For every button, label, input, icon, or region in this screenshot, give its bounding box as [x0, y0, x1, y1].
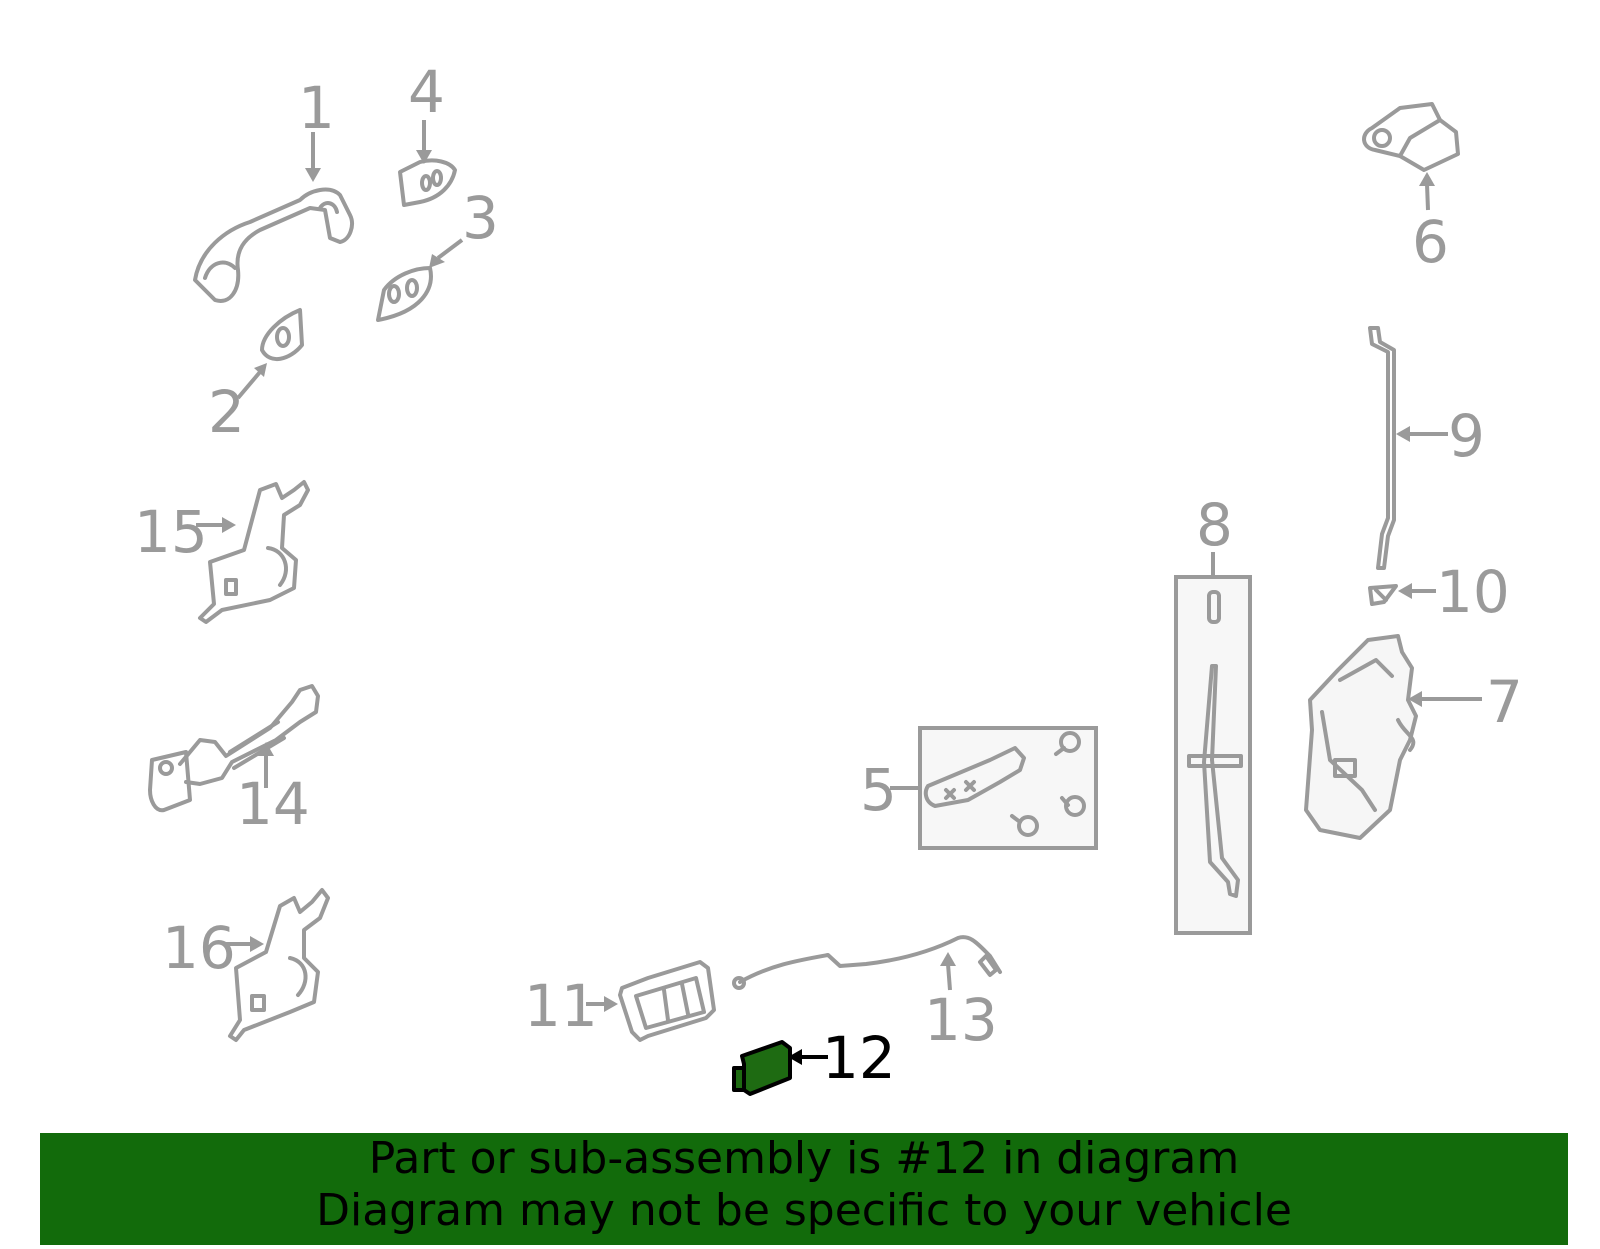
callout-10: 10 — [1436, 558, 1510, 626]
part-1-outside-handle — [193, 187, 354, 303]
info-banner: Part or sub-assembly is #12 in diagram D… — [40, 1133, 1568, 1245]
part-8-rod-kit — [1174, 575, 1252, 935]
part-10-clip — [1368, 584, 1398, 606]
callout-13: 13 — [924, 986, 998, 1054]
part-6-bracket — [1362, 102, 1460, 172]
part-11-handle-bezel — [618, 960, 716, 1042]
callout-6: 6 — [1412, 208, 1449, 276]
part-9-rod — [1368, 326, 1396, 570]
part-2-gasket — [260, 308, 304, 361]
callout-2: 2 — [208, 378, 245, 446]
part-14-door-check — [148, 684, 320, 813]
part-12-highlighted — [732, 1040, 792, 1096]
callout-4: 4 — [408, 58, 445, 126]
part-5-inside-handle-kit — [918, 726, 1098, 850]
banner-line-2: Diagram may not be specific to your vehi… — [316, 1185, 1292, 1236]
banner-line-1: Part or sub-assembly is #12 in diagram — [368, 1133, 1240, 1184]
callout-15: 15 — [134, 498, 208, 566]
callout-16: 16 — [162, 914, 236, 982]
callout-1: 1 — [298, 74, 335, 142]
callout-12: 12 — [822, 1024, 896, 1092]
part-7-lock-actuator — [1304, 634, 1418, 840]
part-4-gasket — [398, 158, 457, 207]
callout-14: 14 — [236, 770, 310, 838]
part-15-hinge — [198, 480, 310, 624]
part-3-gasket — [376, 266, 433, 322]
callout-11: 11 — [524, 972, 598, 1040]
callout-9: 9 — [1448, 402, 1485, 470]
part-13-cable — [732, 935, 1002, 990]
callout-7: 7 — [1486, 668, 1523, 736]
callout-8: 8 — [1196, 491, 1233, 559]
callout-3: 3 — [462, 184, 499, 252]
callout-5: 5 — [860, 756, 897, 824]
part-16-hinge — [228, 888, 330, 1042]
